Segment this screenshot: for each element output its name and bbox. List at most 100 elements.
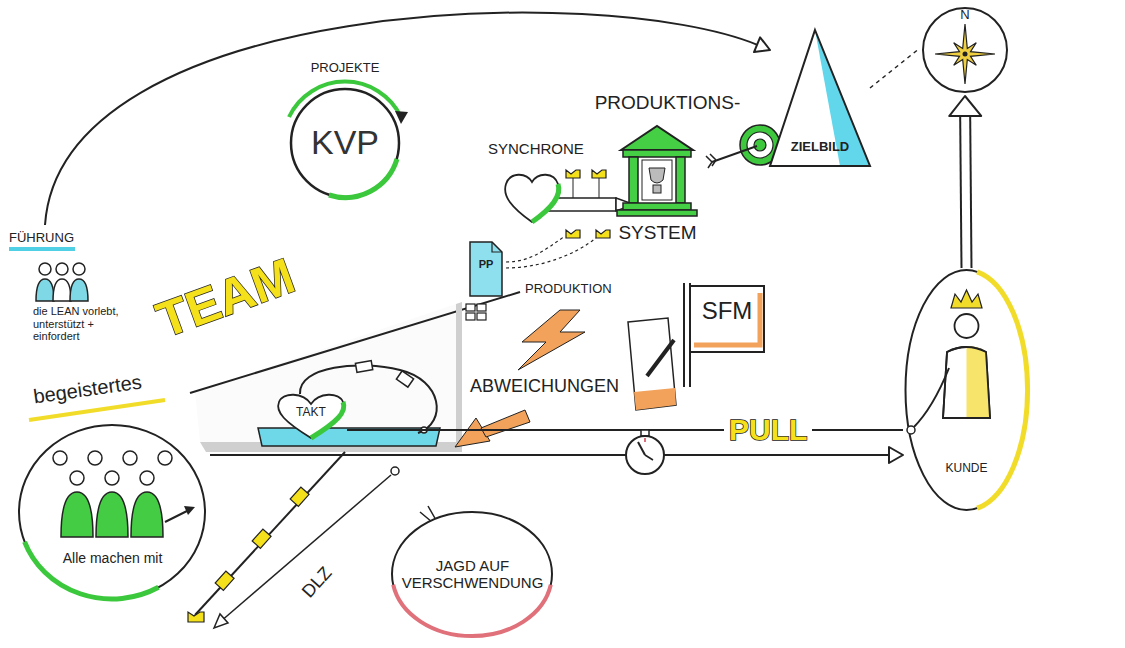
svg-circle xyxy=(53,451,67,465)
svg-path xyxy=(61,492,93,537)
team-label: Alle machen mit xyxy=(35,550,190,566)
sfm-board: SFM xyxy=(680,283,768,388)
connector-line xyxy=(210,454,890,456)
target-ring xyxy=(754,139,766,151)
svg-rect xyxy=(617,210,697,216)
arrow-head xyxy=(754,37,770,52)
group-heading: FÜHRUNG xyxy=(9,231,74,246)
lead-time-head xyxy=(214,614,228,628)
loop-item xyxy=(355,361,372,373)
heart-label: TAKT xyxy=(275,406,347,420)
svg-circle xyxy=(907,426,915,434)
system-label: SYSTEM xyxy=(595,222,720,244)
svg-path xyxy=(492,242,502,252)
svg-path xyxy=(96,492,128,537)
board-label: SFM xyxy=(692,297,762,325)
paper xyxy=(628,318,676,410)
arrow-head xyxy=(889,447,903,463)
stopwatch-hand xyxy=(638,442,645,455)
svg-circle xyxy=(73,263,85,275)
svg-polygon xyxy=(395,111,408,124)
svg-path xyxy=(36,279,54,301)
team-banner: TEAM xyxy=(149,248,302,350)
deviation-icons xyxy=(455,310,676,447)
waste-hunt-circle: JAGD AUF VERSCHWENDUNG xyxy=(390,510,555,638)
circle-heading: PROJEKTE xyxy=(285,61,405,76)
factory-icon xyxy=(566,170,580,178)
svg-polygon xyxy=(184,506,195,515)
svg-path xyxy=(131,492,163,537)
small-box xyxy=(477,304,486,311)
stopwatch xyxy=(626,430,664,474)
svg-line xyxy=(683,283,685,387)
svg-path xyxy=(913,368,949,428)
svg-polygon xyxy=(621,126,693,150)
dart-feather xyxy=(706,154,716,168)
svg-polygon xyxy=(935,24,995,84)
icon-link xyxy=(599,178,600,198)
pencil xyxy=(647,340,674,376)
edge-label: PULL xyxy=(724,413,812,448)
svg-ellipse xyxy=(392,512,552,636)
circle-label: KVP xyxy=(285,123,405,162)
svg-polygon xyxy=(951,290,982,308)
svg-polygon xyxy=(770,30,870,166)
svg-line xyxy=(9,247,75,251)
takt-heart: TAKT xyxy=(275,392,347,440)
dart xyxy=(712,146,757,162)
factory-icon xyxy=(188,612,204,622)
svg-rect xyxy=(642,160,672,200)
connector-line xyxy=(45,13,758,225)
paper-band xyxy=(634,388,676,410)
stopwatch-tick xyxy=(644,438,646,442)
leadership-group: FÜHRUNGdie LEAN vorlebt, unterstützt + e… xyxy=(5,225,145,355)
svg-path xyxy=(70,279,88,301)
svg-path xyxy=(53,279,71,301)
system-heading: PRODUKTIONS- xyxy=(585,92,750,114)
target-icon xyxy=(706,125,780,168)
svg-rect xyxy=(629,157,638,203)
section-label: PRODUKTION xyxy=(525,282,612,297)
small-box xyxy=(466,304,475,311)
factory-icon xyxy=(566,230,580,238)
svg-rect xyxy=(676,157,685,203)
svg-ellipse xyxy=(19,425,205,599)
connector-line xyxy=(965,115,966,268)
svg-path xyxy=(649,168,665,183)
circle-label: JAGD AUF VERSCHWENDUNG xyxy=(395,557,550,592)
svg-path xyxy=(943,347,990,418)
svg-polygon xyxy=(770,30,870,166)
svg-circle xyxy=(963,52,968,57)
goal-pyramid: ZIELBILD xyxy=(770,28,870,168)
stopwatch-face xyxy=(626,436,664,474)
svg-circle xyxy=(105,471,119,485)
svg-path xyxy=(393,585,551,636)
connector xyxy=(347,430,903,431)
compass-label: N xyxy=(920,8,1010,23)
connector-line xyxy=(870,48,920,88)
svg-path xyxy=(943,347,990,418)
deviation-arrow xyxy=(481,410,530,437)
section-label: SYNCHRONE xyxy=(488,140,584,157)
lead-time-line xyxy=(220,475,391,622)
document-label: PP xyxy=(470,258,502,271)
lightning xyxy=(518,310,585,370)
svg-circle xyxy=(88,451,102,465)
svg-circle xyxy=(70,471,84,485)
connector-line xyxy=(347,429,903,431)
team-circle: begeistertesAlle machen mit xyxy=(15,372,210,602)
small-box xyxy=(477,313,486,320)
stock-box xyxy=(215,571,234,590)
svg-rect xyxy=(690,286,764,352)
wedge-shadow xyxy=(456,302,462,446)
production-system-temple: PRODUKTIONS- SYSTEM xyxy=(585,92,750,247)
target-ring xyxy=(747,132,773,158)
stock-box xyxy=(290,487,309,506)
loop-item xyxy=(396,371,413,387)
svg-circle xyxy=(39,263,51,275)
svg-path xyxy=(329,159,397,198)
dashed-link xyxy=(506,238,596,268)
svg-rect xyxy=(623,150,691,157)
dashed-link xyxy=(506,236,565,262)
